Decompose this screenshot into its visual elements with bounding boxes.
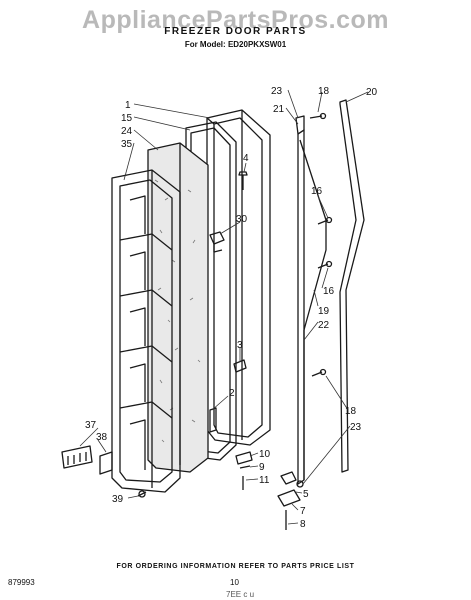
door-handle <box>295 115 327 488</box>
callout-10: 10 <box>259 449 271 460</box>
callout-24: 24 <box>121 126 133 137</box>
bracket-3 <box>233 359 247 373</box>
callout-22: 22 <box>318 320 330 331</box>
ordering-note: FOR ORDERING INFORMATION REFER TO PARTS … <box>116 563 355 570</box>
callout-37: 37 <box>85 420 97 431</box>
callout-23-top: 23 <box>271 86 283 97</box>
page-number: 10 <box>230 578 239 587</box>
reference-code: 879993 <box>8 578 35 587</box>
callout-38: 38 <box>96 432 108 443</box>
callout-18-bottom: 18 <box>345 406 357 417</box>
callout-30: 30 <box>236 214 248 225</box>
callout-7: 7 <box>300 506 306 517</box>
callout-11: 11 <box>259 475 270 486</box>
outer-door-panel <box>206 109 271 446</box>
callout-1: 1 <box>125 100 131 111</box>
callout-9: 9 <box>259 462 265 473</box>
door-liner <box>111 169 181 493</box>
bottom-mark: 7EE c u <box>226 590 255 599</box>
callout-labels: 1 15 24 35 4 30 23 18 21 20 16 16 19 22 … <box>85 86 378 530</box>
callout-8: 8 <box>300 519 306 530</box>
callout-15: 15 <box>121 113 133 124</box>
diagram-title: FREEZER DOOR PARTS <box>164 26 307 37</box>
callout-3: 3 <box>237 340 243 351</box>
callout-5: 5 <box>303 489 309 500</box>
callout-18-top: 18 <box>318 86 330 97</box>
model-line: For Model: ED20PKXSW01 <box>0 40 471 49</box>
door-insulation <box>147 142 209 473</box>
bottom-grille <box>61 445 113 475</box>
callout-16-lower: 16 <box>323 286 335 297</box>
callout-39: 39 <box>112 494 124 505</box>
callout-21: 21 <box>273 104 285 115</box>
handle-trim <box>339 99 365 473</box>
callout-23-bottom: 23 <box>350 422 362 433</box>
hinge-bracket <box>209 231 225 253</box>
callout-4: 4 <box>243 153 249 164</box>
model-prefix: For Model: <box>184 40 226 49</box>
callout-16-upper: 16 <box>311 186 323 197</box>
callout-35: 35 <box>121 139 133 150</box>
callout-20: 20 <box>366 87 378 98</box>
model-number: ED20PKXSW01 <box>227 40 287 49</box>
hinge-cam-parts <box>235 451 301 530</box>
callout-2: 2 <box>229 388 235 399</box>
watermark-text: AppliancePartsPros.com <box>82 6 389 34</box>
screw-4 <box>238 171 248 190</box>
handle-screws <box>309 112 333 377</box>
callout-19: 19 <box>318 306 330 317</box>
screw-39 <box>137 490 147 498</box>
